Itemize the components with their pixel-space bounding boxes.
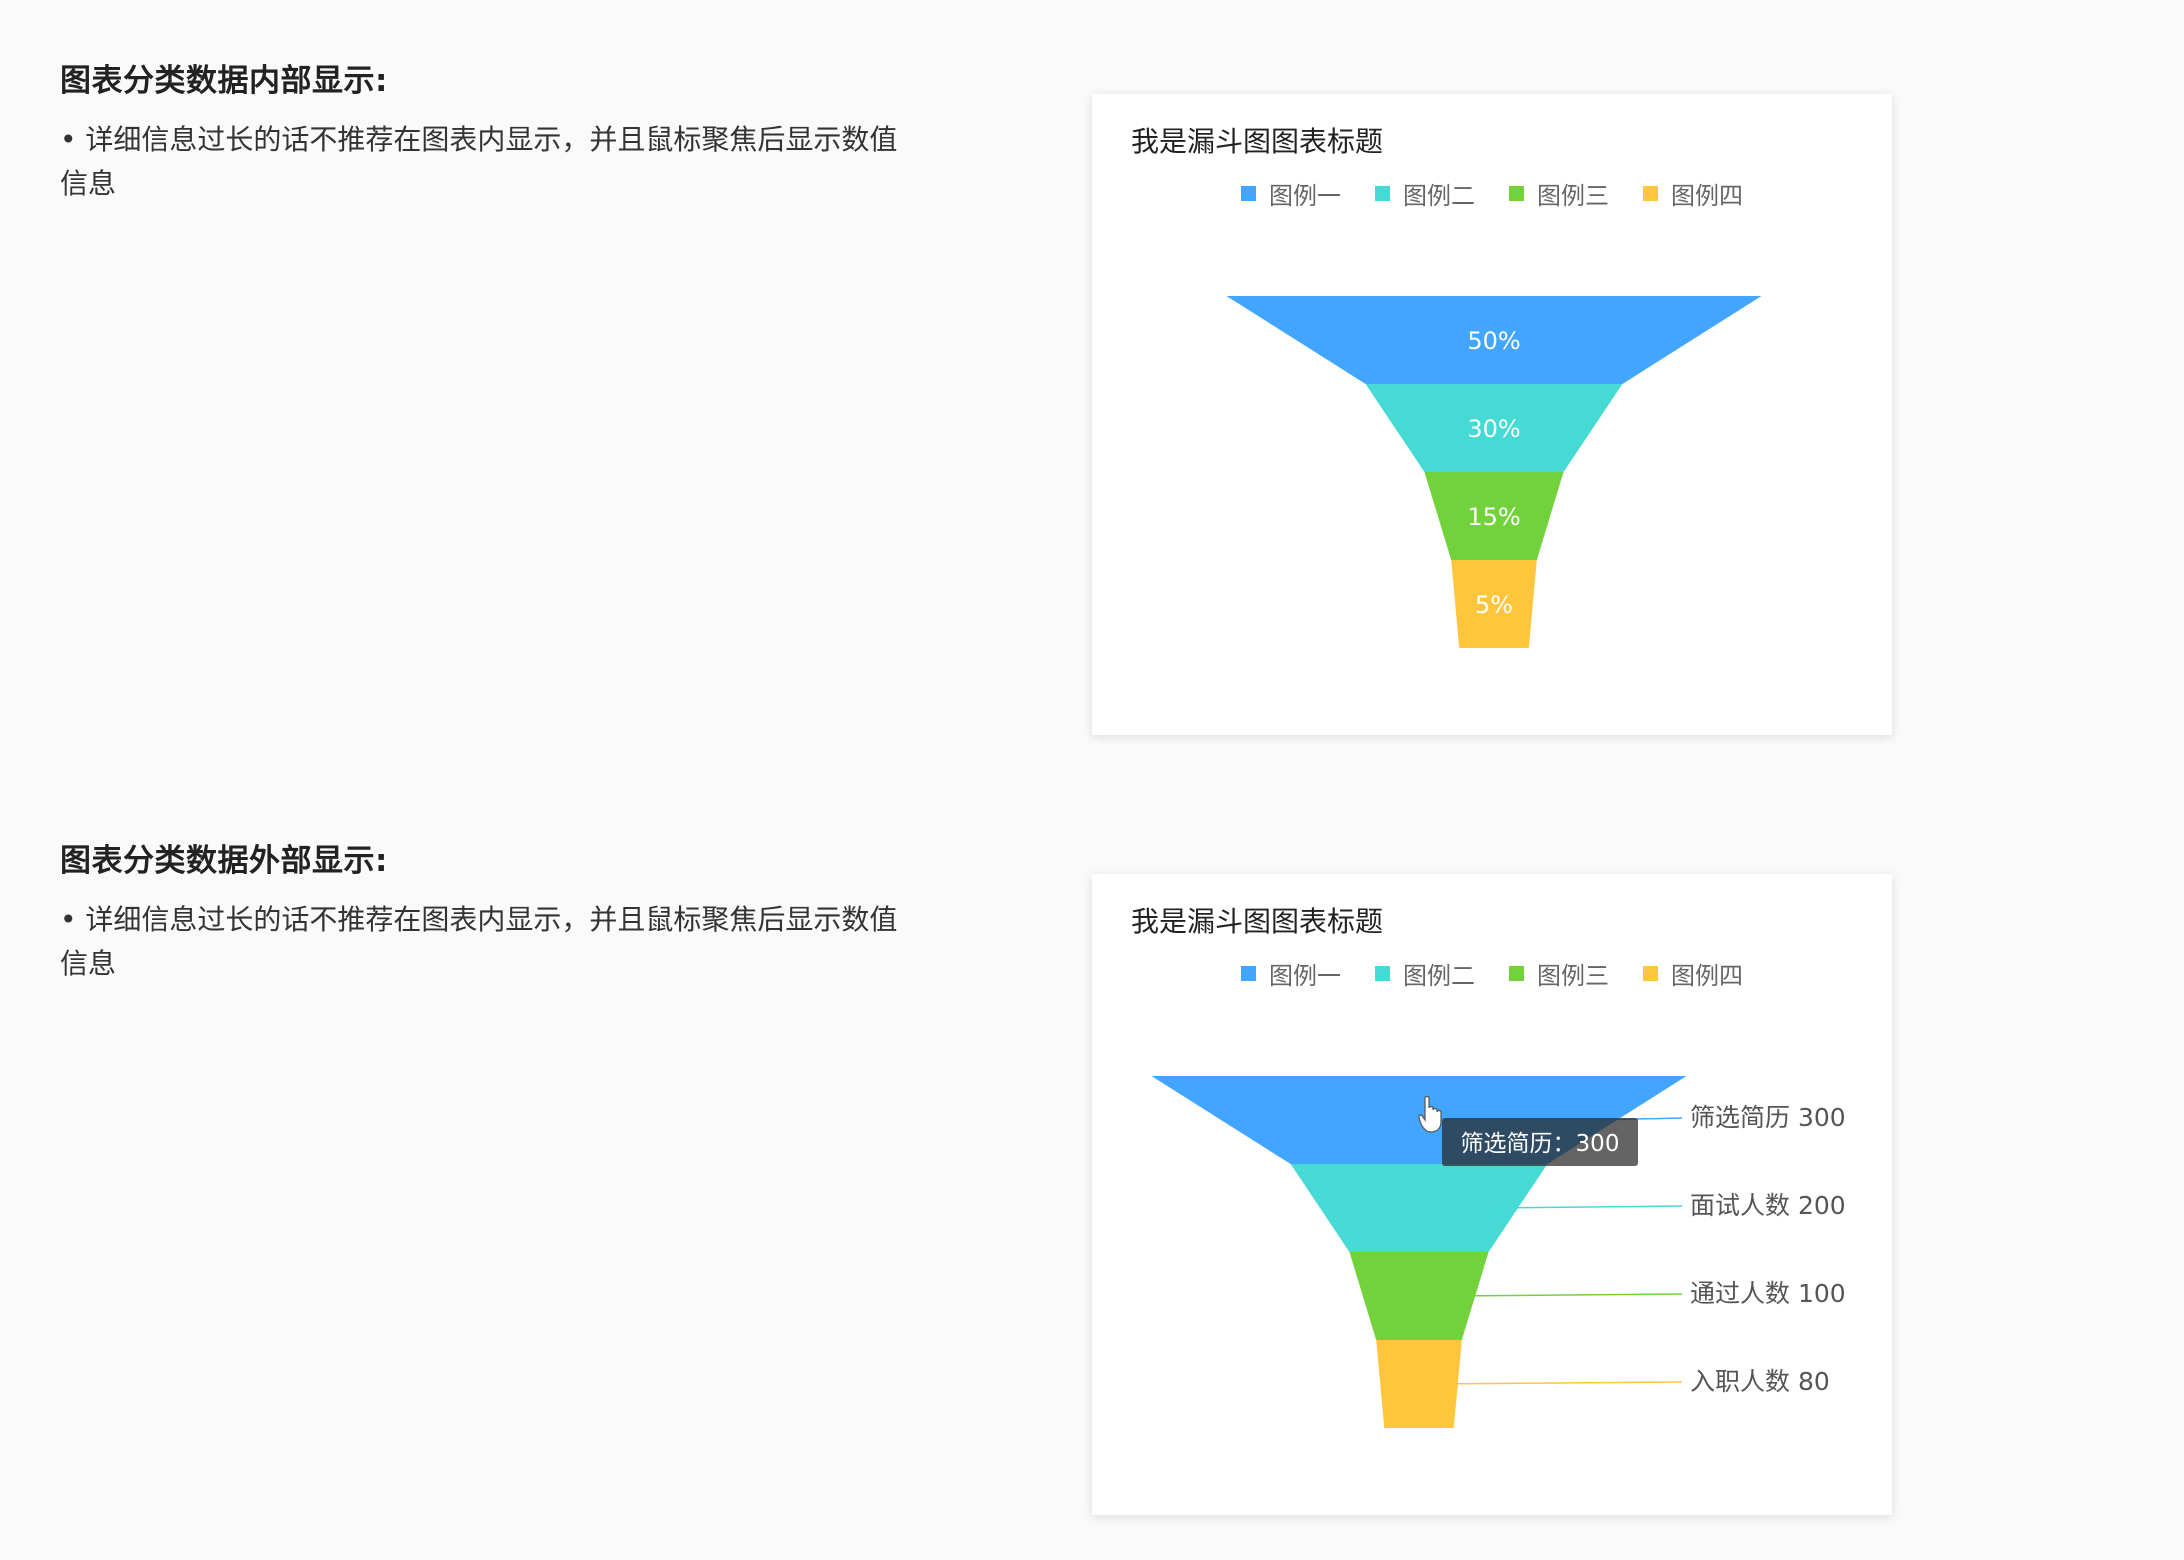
data-label: 5%: [1475, 591, 1513, 619]
funnel-chart: 50% 30% 15% 5%: [1226, 296, 1762, 648]
label-leader-line: [1432, 1381, 1683, 1385]
section-inside-labels: 图表分类数据内部显示: • 详细信息过长的话不推荐在图表内显示，并且鼠标聚焦后显…: [60, 55, 1892, 735]
description-block: 图表分类数据内部显示: • 详细信息过长的话不推荐在图表内显示，并且鼠标聚焦后显…: [60, 55, 920, 206]
funnel-segment[interactable]: [1365, 384, 1623, 472]
section-heading: 图表分类数据内部显示:: [60, 63, 388, 99]
chart-legend: 图例一 图例二 图例三 图例四: [1092, 956, 1892, 991]
data-label: 通过人数 100: [1690, 1279, 1846, 1308]
legend-swatch: [1643, 186, 1658, 201]
chart-title: 我是漏斗图图表标题: [1131, 125, 1384, 158]
legend-swatch: [1375, 966, 1390, 981]
legend-label: 图例二: [1403, 182, 1475, 210]
legend-label: 图例二: [1403, 962, 1475, 990]
legend-label: 图例一: [1269, 182, 1341, 210]
hand-cursor-icon: [1418, 1095, 1442, 1133]
label-leader-line: [1450, 1293, 1683, 1297]
tooltip-box: [1442, 1118, 1638, 1166]
section-description: • 详细信息过长的话不推荐在图表内显示，并且鼠标聚焦后显示数值信息: [60, 123, 898, 200]
legend-swatch: [1509, 966, 1524, 981]
section-outside-labels: 图表分类数据外部显示: • 详细信息过长的话不推荐在图表内显示，并且鼠标聚焦后显…: [0, 780, 2184, 1560]
chart-legend: 图例一 图例二 图例三 图例四: [1092, 176, 1892, 211]
legend-swatch: [1509, 186, 1524, 201]
section-heading: 图表分类数据外部显示:: [60, 843, 388, 879]
funnel-segment[interactable]: [1424, 472, 1564, 560]
funnel-segment[interactable]: [1226, 296, 1762, 384]
data-label: 50%: [1467, 327, 1520, 355]
data-label: 筛选简历 300: [1690, 1103, 1846, 1132]
legend-item-4[interactable]: 图例四: [1643, 956, 1743, 991]
legend-item-3[interactable]: 图例三: [1509, 176, 1609, 211]
funnel-segment[interactable]: [1349, 1252, 1489, 1340]
chart-card: 我是漏斗图图表标题 图例一 图例二 图例三 图例四 50% 30% 15% 5%: [1092, 94, 1892, 735]
legend-swatch: [1241, 186, 1256, 201]
legend-label: 图例四: [1671, 182, 1743, 210]
funnel-segment[interactable]: [1290, 1164, 1548, 1252]
data-label: 入职人数 80: [1690, 1367, 1830, 1396]
legend-item-1[interactable]: 图例一: [1241, 176, 1341, 211]
legend-swatch: [1643, 966, 1658, 981]
legend-label: 图例三: [1537, 962, 1609, 990]
description-block: 图表分类数据外部显示: • 详细信息过长的话不推荐在图表内显示，并且鼠标聚焦后显…: [60, 835, 920, 986]
funnel-segment[interactable]: [1376, 1340, 1462, 1428]
funnel-segment[interactable]: [1451, 560, 1537, 648]
label-leader-line: [1492, 1205, 1683, 1209]
tooltip: 筛选简历：300: [1442, 1118, 1638, 1166]
legend-swatch: [1375, 186, 1390, 201]
legend-item-4[interactable]: 图例四: [1643, 176, 1743, 211]
legend-item-3[interactable]: 图例三: [1509, 956, 1609, 991]
legend-item-2[interactable]: 图例二: [1375, 176, 1475, 211]
chart-title: 我是漏斗图图表标题: [1131, 905, 1384, 938]
legend-label: 图例一: [1269, 962, 1341, 990]
data-label: 15%: [1467, 503, 1520, 531]
chart-card: 我是漏斗图图表标题 图例一 图例二 图例三 图例四 筛选简历 300 面试人数 2…: [1092, 874, 1892, 1515]
legend-item-1[interactable]: 图例一: [1241, 956, 1341, 991]
data-label: 30%: [1467, 415, 1520, 443]
legend-item-2[interactable]: 图例二: [1375, 956, 1475, 991]
data-label: 面试人数 200: [1690, 1191, 1846, 1220]
legend-label: 图例四: [1671, 962, 1743, 990]
funnel-chart: 筛选简历 300 面试人数 200 通过人数 100 入职人数 80 筛选简历：300: [1151, 1076, 1846, 1428]
legend-label: 图例三: [1537, 182, 1609, 210]
tooltip-text: 筛选简历：300: [1461, 1131, 1620, 1157]
section-description: • 详细信息过长的话不推荐在图表内显示，并且鼠标聚焦后显示数值信息: [60, 903, 898, 980]
legend-swatch: [1241, 966, 1256, 981]
